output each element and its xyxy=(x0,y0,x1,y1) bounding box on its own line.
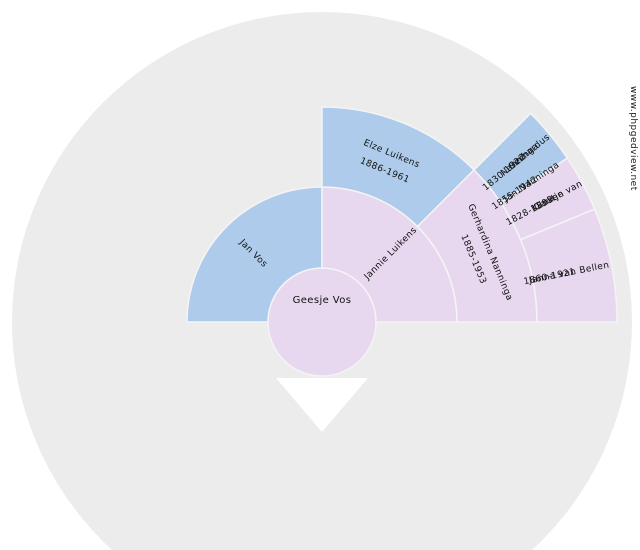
fan-label-p0-name: Geesje Vos xyxy=(293,295,352,306)
center-notch xyxy=(276,378,368,432)
watermark-text: www.phpgedview.net xyxy=(628,86,638,191)
fan-segment-p8[interactable] xyxy=(499,157,596,241)
fan-segment-p1[interactable] xyxy=(186,186,323,323)
chart-segments-layer xyxy=(186,106,618,432)
fan-segment-p6[interactable] xyxy=(519,208,618,323)
